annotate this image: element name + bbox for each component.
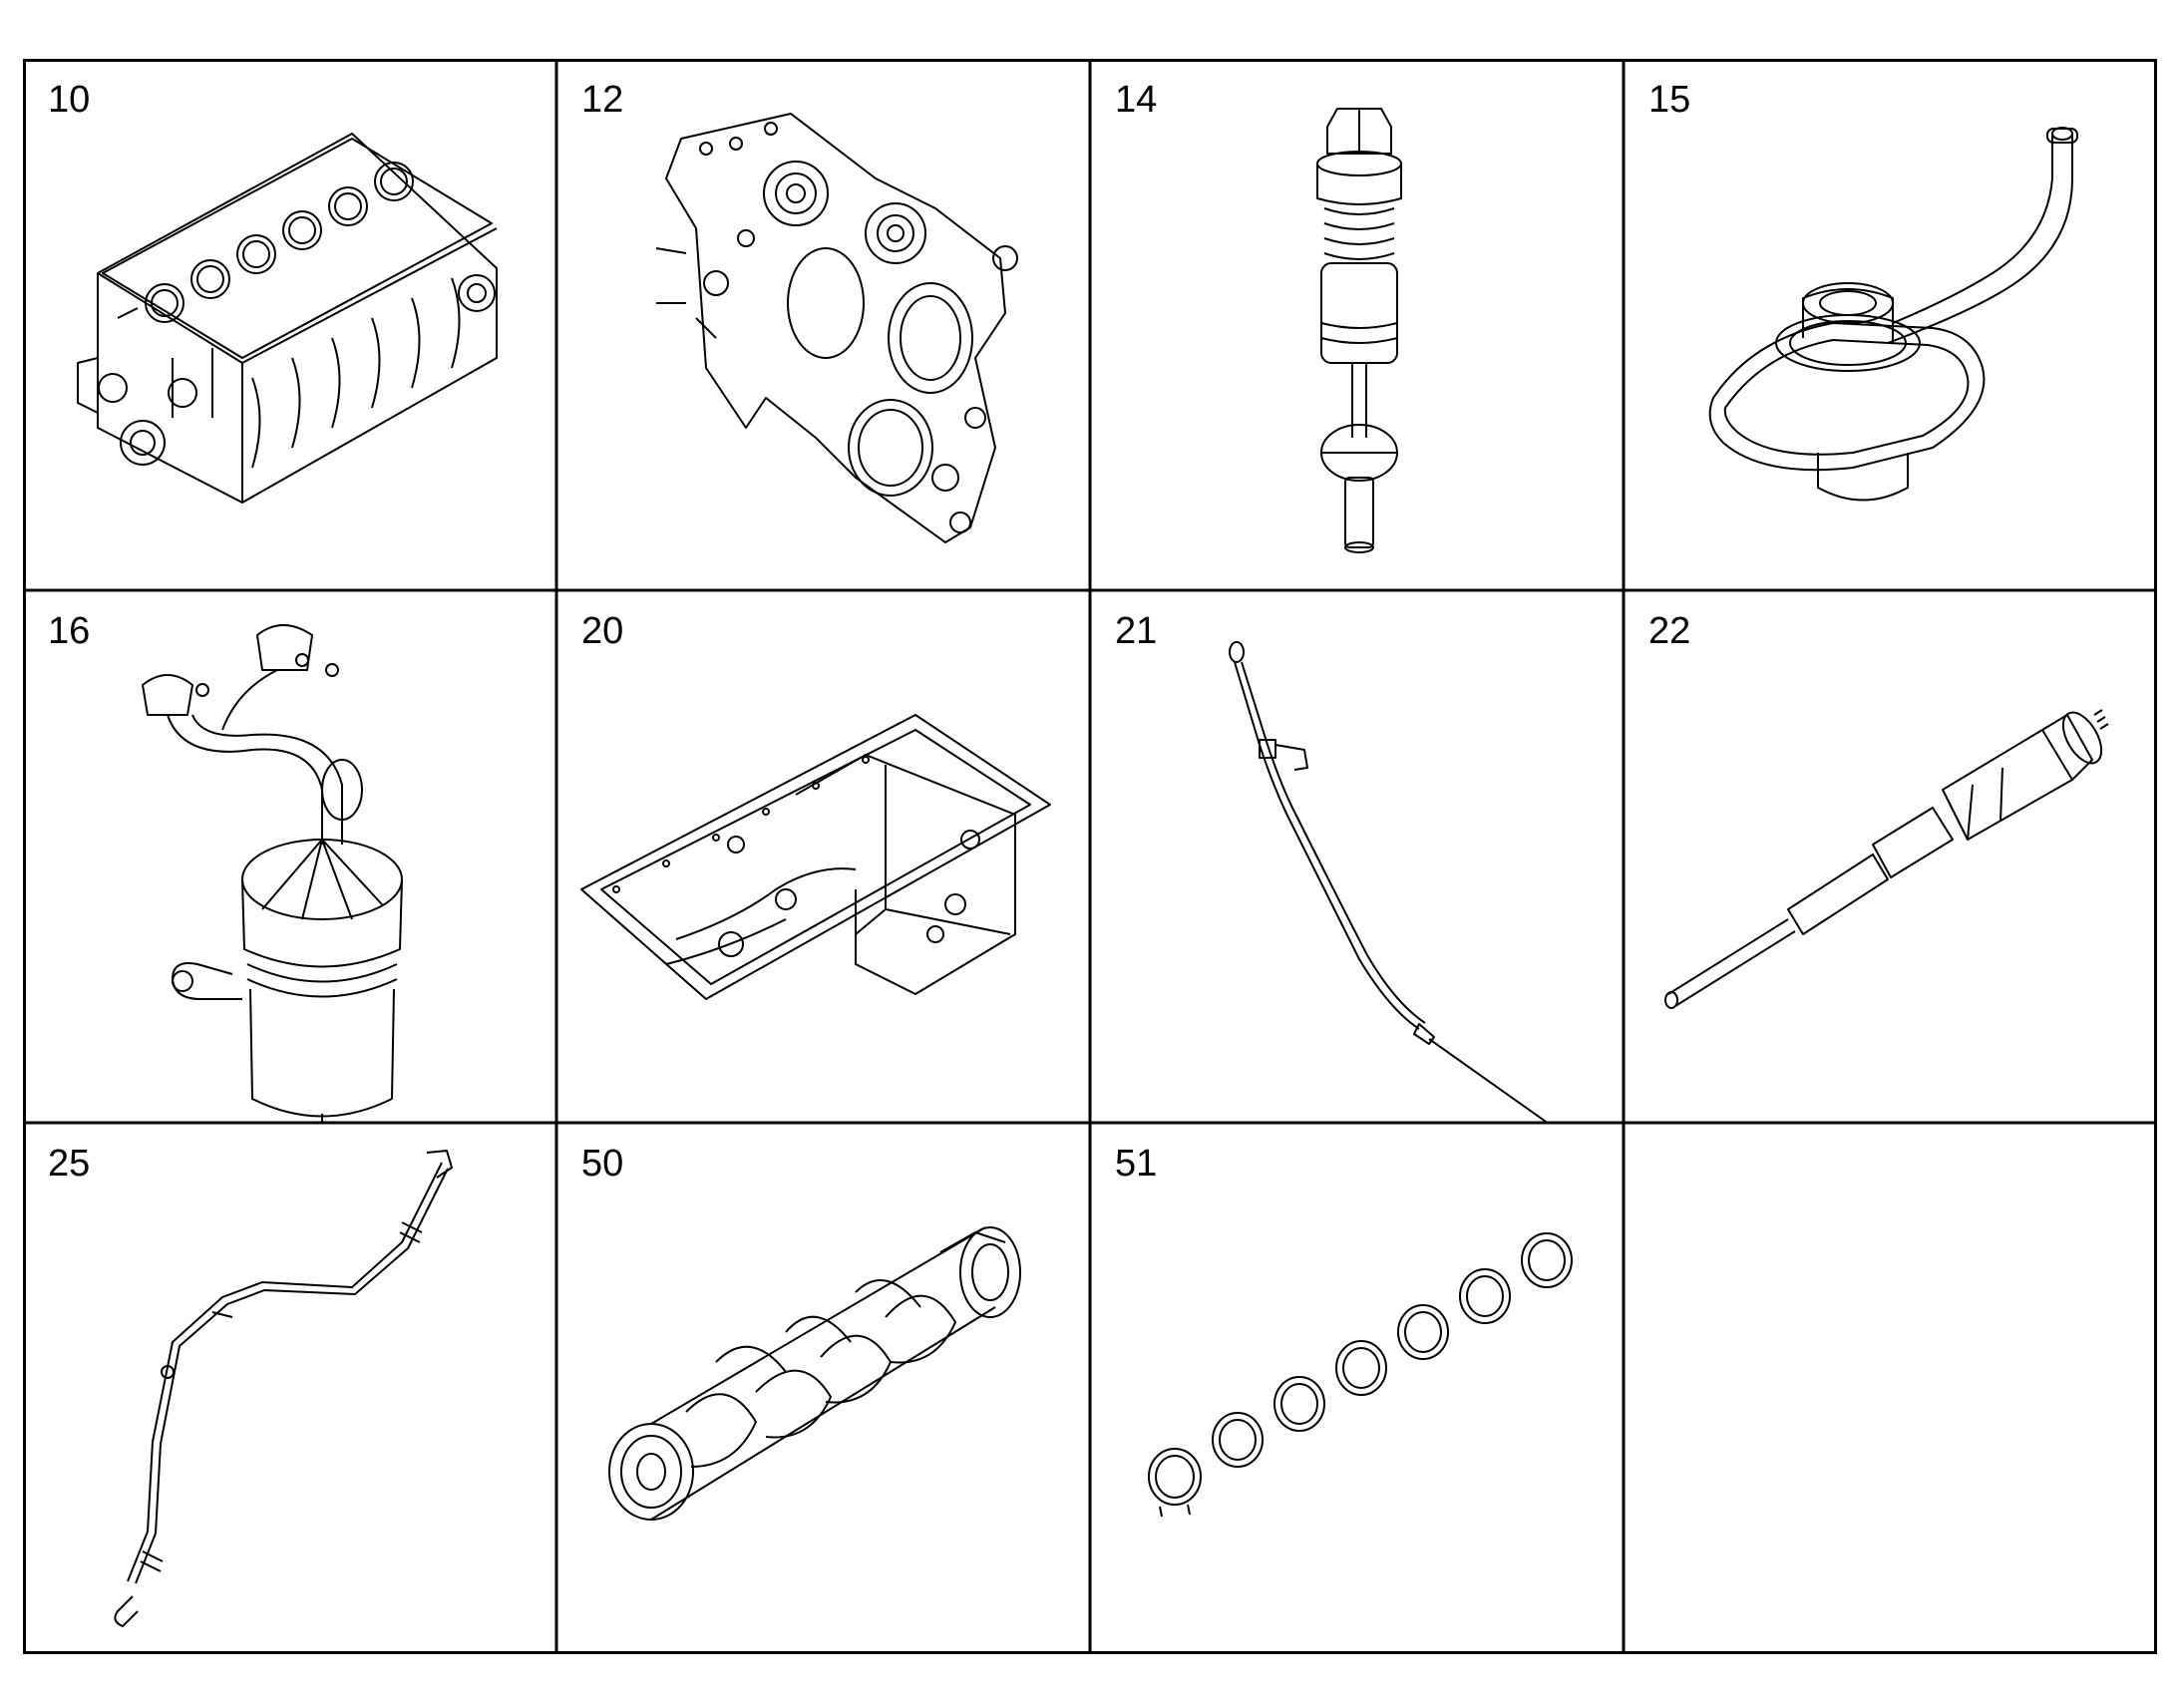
part-cell-20[interactable]: 20 <box>556 590 1090 1123</box>
part-cell-21[interactable]: 21 <box>1090 590 1624 1123</box>
engine-block-icon <box>77 133 498 504</box>
part-cell-50[interactable]: 50 <box>556 1123 1090 1654</box>
part-cell-15[interactable]: 15 <box>1624 59 2157 590</box>
part-number-label: 16 <box>48 610 91 652</box>
part-cell-22[interactable]: 22 <box>1624 590 2157 1123</box>
pressure-valve-icon <box>1316 108 1402 553</box>
oil-pan-icon <box>580 714 1051 1000</box>
part-cell-12[interactable]: 12 <box>556 59 1090 590</box>
part-number-label: 10 <box>48 79 91 121</box>
timing-case-cover-icon <box>655 113 1018 543</box>
part-number-label: 22 <box>1648 610 1691 652</box>
parts-catalog-grid: 10 12 <box>23 59 2157 1654</box>
piston-cooling-nozzle-icon <box>1664 709 2109 1009</box>
part-number-label: 12 <box>581 79 624 121</box>
part-cell-51[interactable]: 51 <box>1090 1123 1624 1654</box>
part-cell-14[interactable]: 14 <box>1090 59 1624 590</box>
part-number-label: 51 <box>1115 1143 1158 1185</box>
part-cell-10[interactable]: 10 <box>23 59 556 590</box>
part-number-label: 50 <box>581 1143 624 1185</box>
part-number-label: 21 <box>1115 610 1158 652</box>
crankshaft-icon <box>608 1226 1021 1521</box>
part-cell-empty <box>1624 1123 2157 1654</box>
part-number-label: 20 <box>581 610 624 652</box>
crankcase-breather-icon <box>142 624 403 1123</box>
part-number-label: 15 <box>1648 79 1691 121</box>
part-cell-25[interactable]: 25 <box>23 1123 556 1654</box>
grid-lines <box>23 59 2157 1654</box>
part-cell-16[interactable]: 16 <box>23 590 556 1123</box>
tube-assembly-icon <box>114 1150 453 1627</box>
bearing-shells-icon <box>1148 1232 1573 1518</box>
oil-dipstick-icon <box>1229 641 1550 1123</box>
part-number-label: 25 <box>48 1143 91 1185</box>
part-number-label: 14 <box>1115 79 1158 121</box>
oil-suction-pipe-icon <box>1708 127 2078 502</box>
